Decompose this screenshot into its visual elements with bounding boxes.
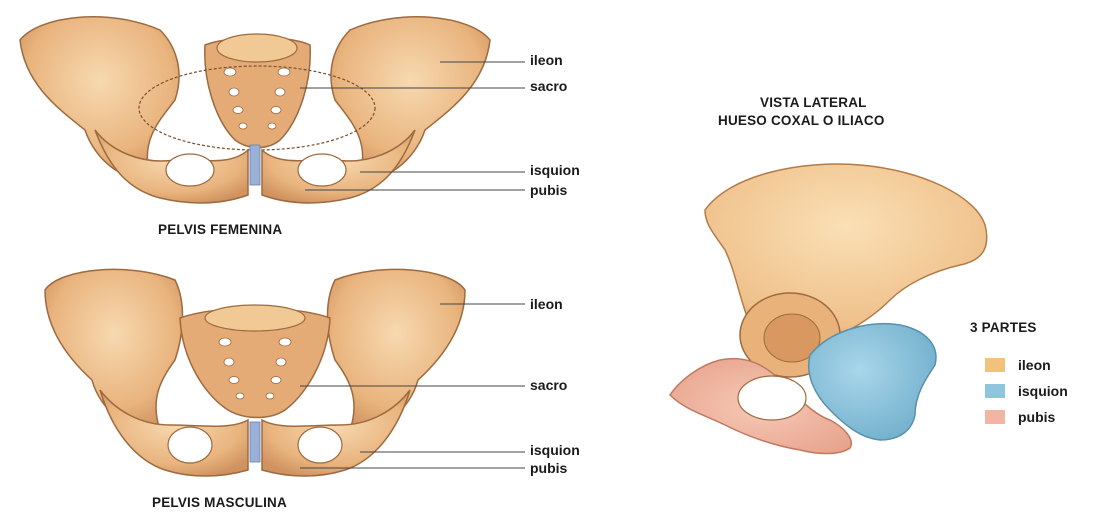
male-label-ileon: ileon [530,296,563,312]
female-pelvis-caption: PELVIS FEMENINA [158,222,282,237]
legend-label-pubis: pubis [1018,409,1055,425]
male-label-sacro: sacro [530,377,567,393]
female-obturator-right [298,154,346,186]
female-right-iliac-wing [331,17,490,177]
male-label-isquion: isquion [530,442,580,458]
lateral-obturator-foramen [738,376,806,420]
female-label-sacro: sacro [530,78,567,94]
female-label-pubis: pubis [530,182,567,198]
legend-title: 3 PARTES [970,320,1037,335]
male-pubic-symphysis [250,422,260,462]
legend-swatch-pubis [985,410,1005,424]
male-obturator-left [168,427,212,463]
male-obturator-right [298,427,342,463]
female-pubic-symphysis [250,145,260,185]
male-sacral-promontory [205,305,305,331]
legend-swatch-isquion [985,384,1005,398]
male-pelvis-caption: PELVIS MASCULINA [152,495,287,510]
lateral-hip-bone-illustration [670,164,987,453]
female-label-ileon: ileon [530,52,563,68]
lateral-view-title-line1: VISTA LATERAL [760,95,867,110]
male-label-pubis: pubis [530,460,567,476]
male-pelvis-illustration [45,269,525,476]
female-obturator-left [166,154,214,186]
legend-label-isquion: isquion [1018,383,1068,399]
female-label-isquion: isquion [530,162,580,178]
lateral-view-title-line2: HUESO COXAL O ILIACO [718,113,885,128]
legend-swatch-ileon [985,358,1005,372]
female-left-iliac-wing [20,17,179,177]
legend-swatches [985,358,1005,424]
female-pelvis-illustration [20,17,525,203]
female-sacral-promontory [217,34,297,62]
legend-label-ileon: ileon [1018,357,1051,373]
